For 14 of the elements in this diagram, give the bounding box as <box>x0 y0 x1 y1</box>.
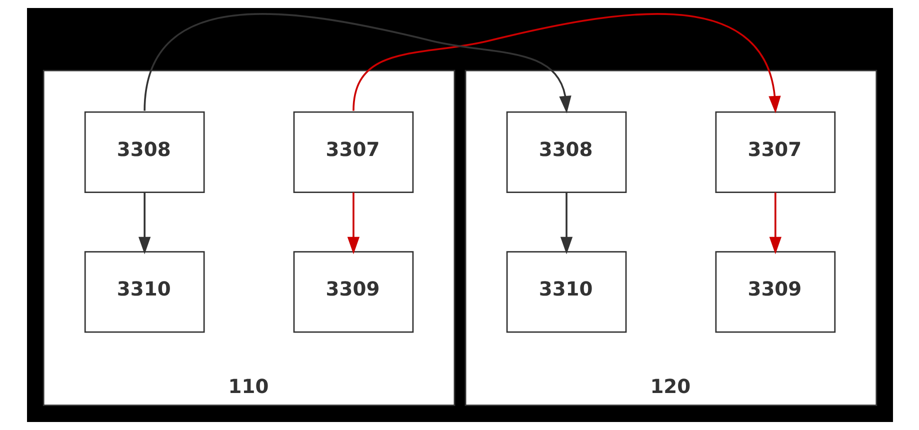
arrow <box>768 192 782 254</box>
arrow <box>138 192 150 254</box>
node-box: 3308 <box>84 111 204 194</box>
node-box: 3310 <box>506 251 626 333</box>
node-box: 3310 <box>84 251 204 333</box>
arrow <box>143 13 571 114</box>
arrow <box>560 192 572 254</box>
node-box: 3307 <box>714 111 836 194</box>
node-box: 3308 <box>506 111 626 194</box>
node-box: 3309 <box>714 251 836 333</box>
arrow <box>346 192 360 254</box>
node-box: 3307 <box>292 111 414 194</box>
node-box: 3309 <box>292 251 414 333</box>
arrow <box>352 13 780 114</box>
